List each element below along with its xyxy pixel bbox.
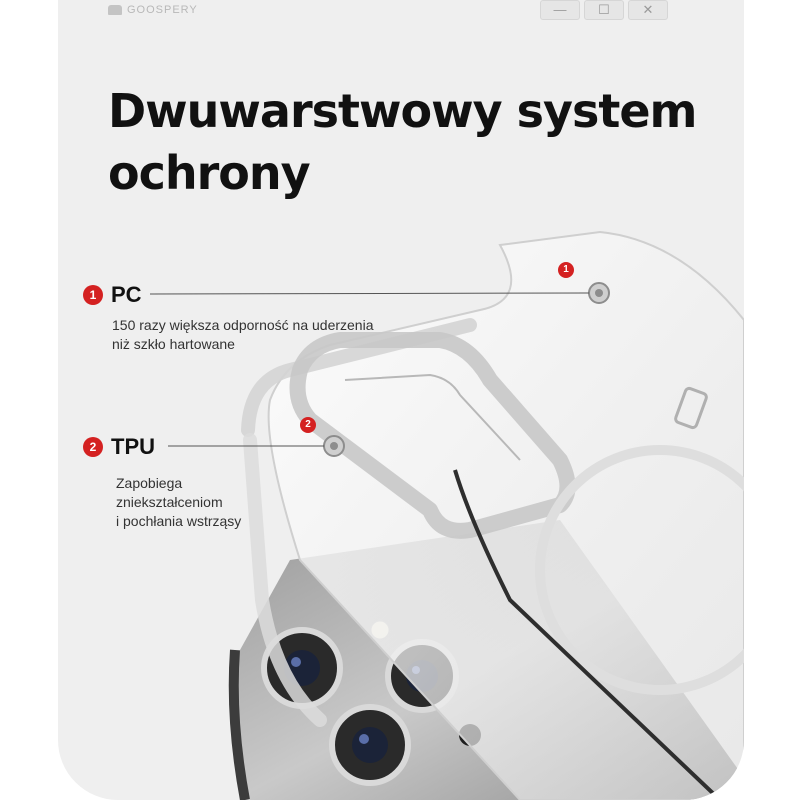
callout-label: TPU: [111, 434, 155, 459]
callout-tpu: 2 TPU: [83, 434, 155, 460]
desc-line: zniekształceniom: [116, 494, 223, 510]
desc-line: i pochłania wstrząsy: [116, 513, 242, 529]
brand-name: GOOSPERY: [127, 4, 198, 16]
case-marker-2: 2: [300, 417, 316, 433]
callout-number-badge: 1: [83, 285, 103, 305]
goospery-logo-icon: [108, 5, 122, 15]
title-line-1: Dwuwarstwowy system: [108, 84, 697, 138]
magsafe-ring: [535, 445, 744, 695]
brand-logo: GOOSPERY: [108, 4, 198, 16]
camera-lens-3: [329, 704, 411, 786]
camera-lens-1: [261, 627, 343, 709]
case-marker-1: 1: [558, 262, 574, 278]
window-controls: — ☐ ✕: [540, 0, 668, 20]
close-icon[interactable]: ✕: [628, 0, 668, 20]
callout-tpu-description: Zapobiega zniekształceniom i pochłania w…: [116, 474, 241, 531]
title-line-2: ochrony: [108, 146, 311, 200]
callout-pc: 1 PC: [83, 282, 142, 308]
desc-line: niż szkło hartowane: [112, 336, 235, 352]
callout-pc-description: 150 razy większa odporność na uderzenia …: [112, 316, 374, 354]
desc-line: 150 razy większa odporność na uderzenia: [112, 317, 374, 333]
page-title: Dwuwarstwowy system ochrony: [108, 80, 708, 204]
callout-number-badge: 2: [83, 437, 103, 457]
maximize-icon[interactable]: ☐: [584, 0, 624, 20]
desc-line: Zapobiega: [116, 475, 183, 491]
callout-label: PC: [111, 282, 142, 307]
minimize-icon[interactable]: —: [540, 0, 580, 20]
pc-leader-line: [149, 292, 590, 295]
